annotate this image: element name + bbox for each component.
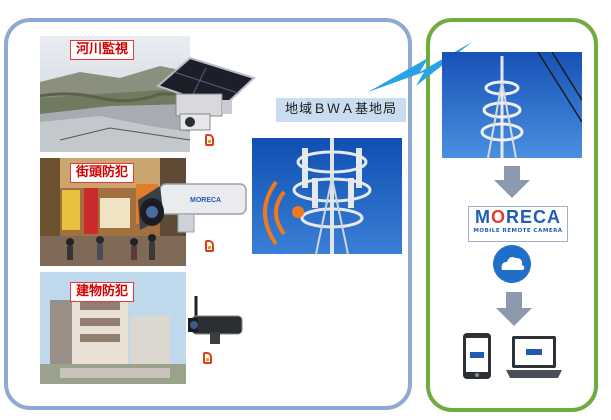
river-monitoring-photo (40, 36, 190, 152)
street-security-label: 街頭防犯 (70, 163, 135, 183)
down-arrow-icon (496, 292, 532, 326)
solar-camera-icon (156, 56, 256, 131)
sim-card-icon (203, 352, 212, 364)
camera-brand-text: MORECA (190, 197, 221, 204)
logo-letters-rest: RECA (506, 207, 562, 227)
bwa-tower-photo (252, 138, 402, 254)
bwa-base-station-label: 地域ＢＷＡ基地局 (276, 98, 406, 122)
logo-letter-o: O (490, 207, 506, 227)
remote-tower-photo (442, 52, 582, 158)
bullet-camera-icon: MORECA (138, 183, 247, 233)
building-security-photo (40, 272, 186, 384)
sim-card-icon (205, 240, 214, 252)
wifi-camera-icon (188, 296, 243, 344)
signal-waves-icon (263, 180, 304, 246)
smartphone-icon (463, 333, 491, 379)
logo-subtitle: MOBILE REMOTE CAMERA (473, 228, 563, 234)
sim-card-icon (205, 134, 214, 146)
laptop-icon (506, 336, 562, 378)
logo-letter-m: M (474, 207, 491, 227)
down-arrow-icon (494, 166, 530, 198)
lightning-link-icon (368, 42, 472, 92)
building-security-label: 建物防犯 (70, 282, 135, 302)
moreca-logo: MORECA MOBILE REMOTE CAMERA (468, 206, 568, 242)
river-monitoring-label: 河川監視 (70, 40, 135, 60)
cloud-icon (493, 245, 531, 283)
